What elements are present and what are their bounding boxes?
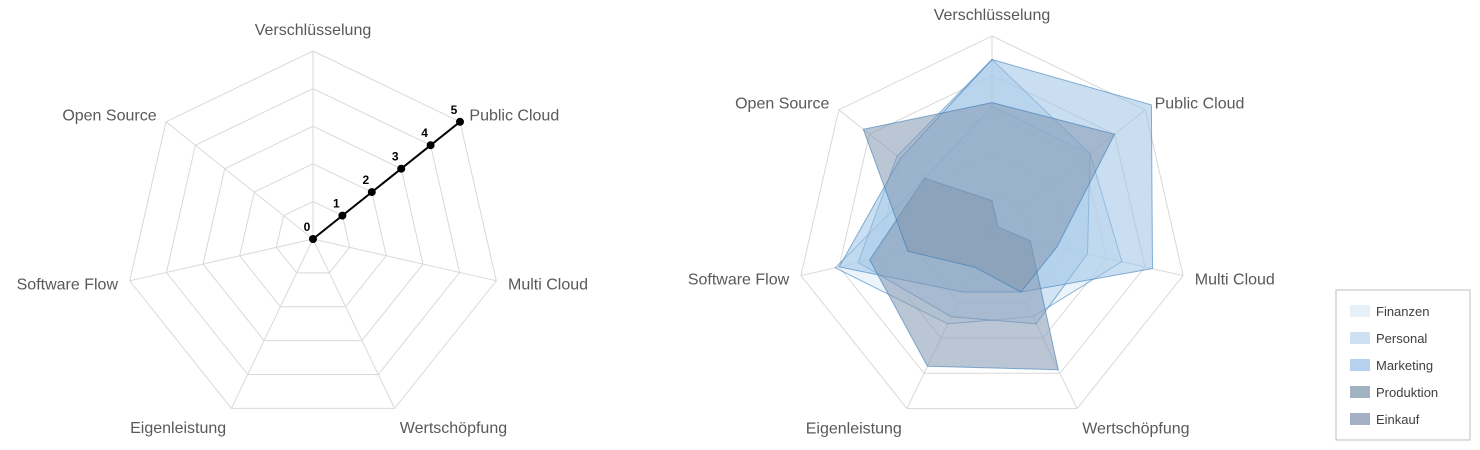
grid-ring [275,200,351,274]
axis-label-multi-cloud: Multi Cloud [1195,271,1275,288]
axis-label-software-flow: Software Flow [688,271,790,288]
axis-label-public-cloud: Public Cloud [1155,95,1245,112]
grid-ring [202,125,424,342]
scale-label: 5 [451,103,458,117]
scale-label: 4 [421,126,428,140]
axis-label-verschluesselung: Verschlüsselung [934,7,1051,24]
legend-swatch-einkauf [1350,413,1370,425]
axis-label-verschluesselung: Verschlüsselung [255,22,372,39]
grid-ring [129,50,497,409]
axis-label-open-source: Open Source [62,107,156,124]
legend-label-einkauf: Einkauf [1376,412,1420,427]
axis-spoke [129,238,314,282]
axis-spoke [312,238,497,282]
legend-label-marketing: Marketing [1376,358,1433,373]
axis-label-public-cloud: Public Cloud [469,107,559,124]
axis-label-eigenleistung: Eigenleistung [130,420,226,437]
legend-swatch-personal [1350,332,1370,344]
axis-label-software-flow: Software Flow [17,277,119,294]
scale-label: 1 [333,197,340,211]
axis-spoke [165,121,314,240]
scale-label: 2 [362,173,369,187]
scale-label: 0 [304,220,311,234]
axis-label-multi-cloud: Multi Cloud [508,277,588,294]
legend-swatch-marketing [1350,359,1370,371]
grid-ring [239,163,387,308]
scale-label: 3 [392,150,399,164]
axis-label-open-source: Open Source [735,95,829,112]
scale-marker [456,117,464,126]
legend-swatch-finanzen [1350,305,1370,317]
scale-marker [338,211,347,220]
axis-label-wertschoepfung: Wertschöpfung [400,420,507,437]
axis-spoke [312,238,396,409]
scale-marker [397,164,406,173]
legend-label-finanzen: Finanzen [1376,304,1429,319]
scale-marker [367,188,376,197]
scale-marker [309,235,317,243]
legend-label-produktion: Produktion [1376,385,1438,400]
legend-label-personal: Personal [1376,331,1427,346]
legend: FinanzenPersonalMarketingProduktionEinka… [1335,289,1471,441]
axis-label-eigenleistung: Eigenleistung [806,420,902,437]
axis-label-wertschoepfung: Wertschöpfung [1082,420,1189,437]
scale-line [312,121,461,240]
scale-marker [426,141,435,150]
grid-ring [165,88,461,375]
legend-swatch-produktion [1350,386,1370,398]
axis-spoke [230,238,314,409]
series-area-einkauf [862,102,1116,293]
